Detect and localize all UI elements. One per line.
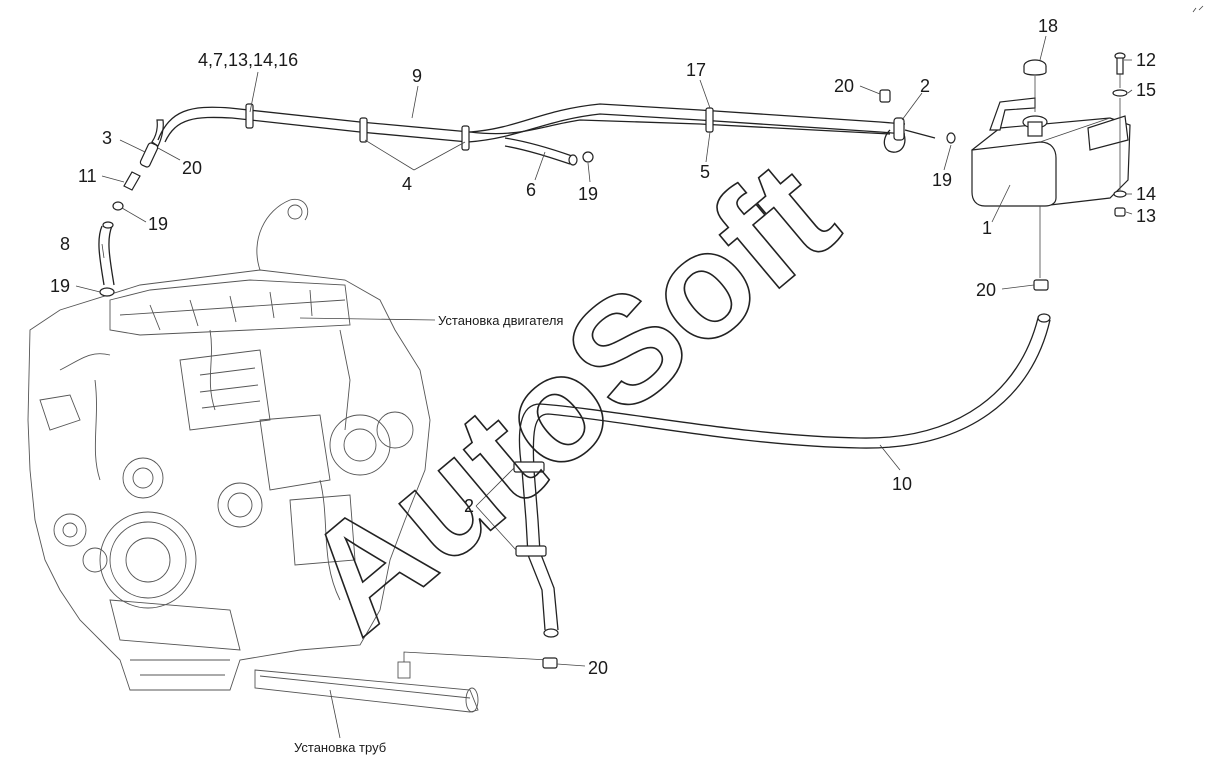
pipes-install-caption: Установка труб <box>294 740 386 755</box>
callout-1: 1 <box>982 218 992 238</box>
clamp-icon <box>245 103 254 129</box>
callout-20-left: 20 <box>182 158 202 178</box>
fasteners <box>1112 52 1128 217</box>
callout-2-top: 2 <box>920 76 930 96</box>
hose-8-icon <box>98 225 115 286</box>
callout-19-tank: 19 <box>932 170 952 190</box>
callout-18: 18 <box>1038 16 1058 36</box>
engine-install-caption: Установка двигателя <box>438 313 563 328</box>
callout-19-mid: 19 <box>578 184 598 204</box>
callout-8: 8 <box>60 234 70 254</box>
pipes-assembly <box>254 651 549 713</box>
fitting-3-icon <box>139 142 159 168</box>
sleeve-20-icon <box>879 89 891 103</box>
callout-17: 17 <box>686 60 706 80</box>
leader-lines <box>75 35 1133 667</box>
callout-4-7-13-14-16: 4,7,13,14,16 <box>198 50 298 70</box>
left-hose-parts <box>98 119 164 297</box>
callout-12: 12 <box>1136 50 1156 70</box>
filler-cap-icon <box>1023 59 1047 112</box>
sleeve-20-icon <box>542 657 558 669</box>
callout-14: 14 <box>1136 184 1156 204</box>
callout-11: 11 <box>78 166 97 186</box>
clamp-icon <box>513 461 545 473</box>
callout-19-left: 19 <box>148 214 168 234</box>
top-hoses <box>157 89 956 166</box>
engine-icon <box>27 198 431 691</box>
clamp-19-icon <box>99 287 115 297</box>
hose-10 <box>513 279 1051 669</box>
callout-4: 4 <box>402 174 412 194</box>
sleeve-20-icon <box>1033 279 1049 291</box>
callout-labels: 4,7,13,14,16 9 17 20 2 18 12 15 3 20 11 … <box>50 16 1156 678</box>
callout-10: 10 <box>892 474 912 494</box>
callout-9: 9 <box>412 66 422 86</box>
sleeve-20-icon <box>151 119 164 147</box>
callout-2-bottom: 2 <box>464 496 474 516</box>
callout-13: 13 <box>1136 206 1156 226</box>
callout-15: 15 <box>1136 80 1156 100</box>
adapter-11-icon <box>123 171 141 191</box>
expansion-tank-icon <box>971 97 1131 278</box>
callout-5: 5 <box>700 162 710 182</box>
callout-20-bottom: 20 <box>588 658 608 678</box>
callout-20-right: 20 <box>976 280 996 300</box>
watermark-text: AutoSoft <box>273 129 866 665</box>
callout-6: 6 <box>526 180 536 200</box>
callout-19-hose: 19 <box>50 276 70 296</box>
corner-mark-icon <box>1192 5 1204 13</box>
callout-3: 3 <box>102 128 112 148</box>
callout-20-top: 20 <box>834 76 854 96</box>
clamp-icon <box>112 201 124 211</box>
